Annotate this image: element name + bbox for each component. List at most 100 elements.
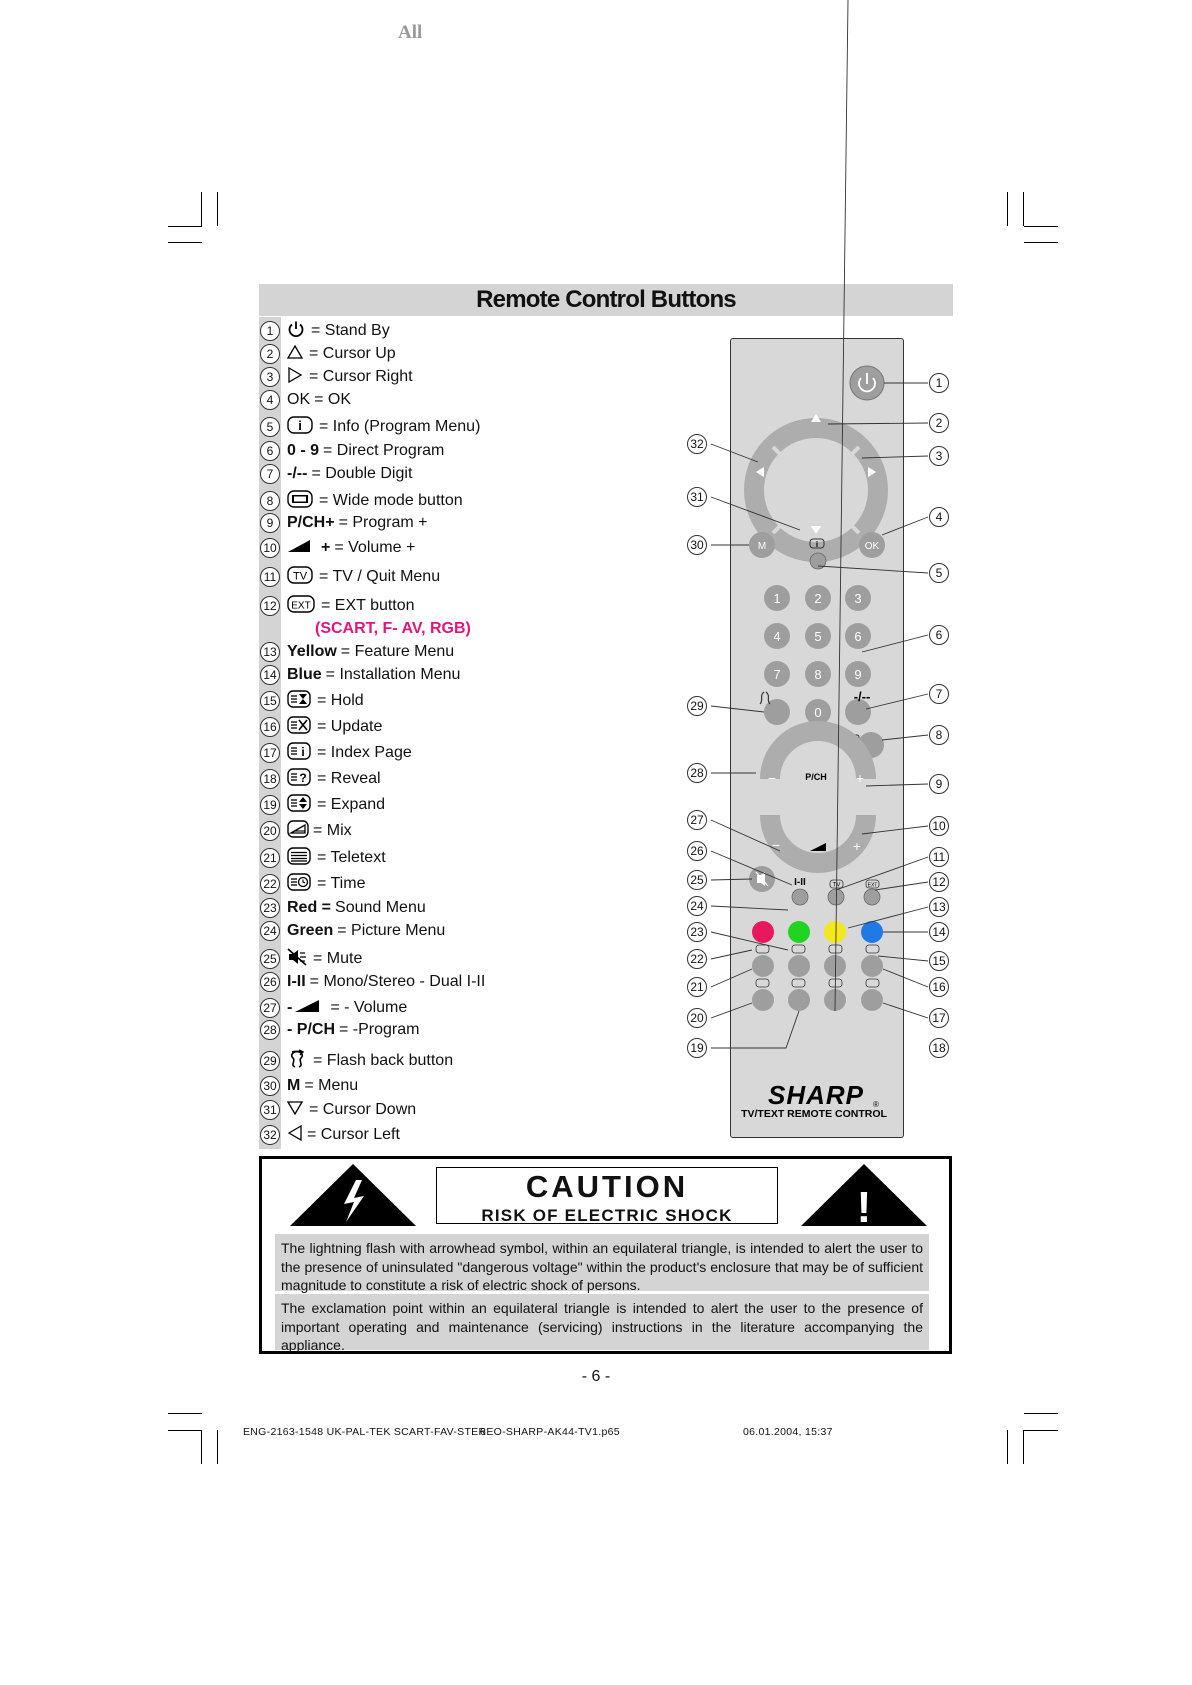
legend-row: 2= Cursor Up <box>259 343 396 365</box>
digit-key-label: 9 <box>854 667 861 682</box>
ok-key-label: OK <box>865 541 880 552</box>
callout-number: 22 <box>687 949 707 969</box>
teletext-key-icons <box>755 944 880 988</box>
red-key <box>752 921 774 943</box>
legend-label: = Cursor Right <box>309 368 413 385</box>
legend-number: 24 <box>260 921 280 941</box>
callout-number: 8 <box>929 725 949 745</box>
legend-number: 17 <box>260 743 280 763</box>
callout-number: 5 <box>929 563 949 583</box>
brand-block: SHARP ® TV/TEXT REMOTE CONTROL <box>741 1080 887 1120</box>
legend-label: = Mono/Stereo - Dual I-II <box>309 973 486 990</box>
legend-number: 11 <box>260 567 280 587</box>
legend-number: 8 <box>260 491 280 511</box>
legend-row: 27-= - Volume <box>259 997 407 1019</box>
legend-row: 29= Flash back button <box>259 1048 453 1074</box>
teletext-keys <box>752 955 883 1011</box>
legend-key: Red = <box>287 899 332 916</box>
teletext-reveal-icon: ? <box>287 767 311 791</box>
caution-subtitle: RISK OF ELECTRIC SHOCK <box>481 1206 733 1225</box>
legend-number: 30 <box>260 1076 280 1096</box>
menu-key <box>749 532 775 558</box>
legend-number: 6 <box>260 441 280 461</box>
legend-key: M <box>287 1077 301 1094</box>
callout-number: 28 <box>687 763 707 783</box>
volume-ramp-icon <box>287 539 311 558</box>
legend-row: 31= Cursor Down <box>259 1099 416 1121</box>
legend-number: 7 <box>260 464 280 484</box>
teletext-mix-icon <box>287 819 309 843</box>
caution-title: CAUTION <box>525 1169 689 1204</box>
double-digit-key <box>845 699 871 725</box>
pch-minus-label: − <box>768 770 776 786</box>
legend-label: = Hold <box>317 692 364 709</box>
legend-key: + <box>321 539 331 556</box>
caution-title-frame: CAUTION RISK OF ELECTRIC SHOCK <box>436 1167 778 1225</box>
tv-icon: TV <box>287 565 313 589</box>
cursor-right-key <box>868 467 876 477</box>
legend-label: = EXT button <box>321 597 415 614</box>
legend-row: 16= Update <box>259 715 382 739</box>
callout-number: 23 <box>687 922 707 942</box>
digit-key-label: 0 <box>814 705 821 720</box>
legend-number: 29 <box>260 1051 280 1071</box>
volume-ramp-icon <box>810 843 826 851</box>
callout-number: 7 <box>929 684 949 704</box>
legend-label: = Cursor Left <box>307 1126 400 1143</box>
callout-number: 12 <box>929 872 949 892</box>
legend-label: = TV / Quit Menu <box>319 568 441 585</box>
legend-label: = Cursor Down <box>309 1101 417 1118</box>
legend-number: 28 <box>260 1020 280 1040</box>
legend-key: 0 - 9 <box>287 442 320 459</box>
digit-key-label: 4 <box>773 629 780 644</box>
digit-keys: 1 2 3 4 5 6 7 8 9 0 <box>764 585 871 725</box>
callout-number: 25 <box>687 870 707 890</box>
wide-mode-icon <box>287 489 313 513</box>
legend-number: 5 <box>260 417 280 437</box>
caution-paragraph-exclamation: The exclamation point within an equilate… <box>275 1294 929 1353</box>
ext-key <box>863 888 881 906</box>
legend-row: 8= Wide mode button <box>259 489 463 513</box>
legend-key: OK <box>287 391 311 408</box>
registered-mark: ® <box>873 1100 879 1109</box>
yellow-key <box>824 921 846 943</box>
legend-number: 22 <box>260 874 280 894</box>
info-key <box>809 552 827 570</box>
legend-number: 19 <box>260 795 280 815</box>
legend-number: 4 <box>260 390 280 410</box>
info-icon: i <box>287 415 313 439</box>
triangle-right-icon <box>287 366 303 388</box>
legend-label: = Picture Menu <box>337 922 446 939</box>
legend-label: = Expand <box>317 796 386 813</box>
legend-label: = Menu <box>304 1077 359 1094</box>
callout-number: 1 <box>929 373 949 393</box>
callout-number: 14 <box>929 922 949 942</box>
cursor-ring <box>744 418 888 562</box>
triangle-down-icon <box>286 1100 304 1121</box>
svg-text:?: ? <box>299 771 306 785</box>
legend-key: Yellow <box>287 643 337 660</box>
double-digit-key-label: -/-- <box>854 689 871 704</box>
volume-plus-label: + <box>853 838 861 854</box>
dual-key <box>791 888 809 906</box>
callout-number: 17 <box>929 1008 949 1028</box>
callout-number: 6 <box>929 625 949 645</box>
flashback-icon <box>287 1048 307 1074</box>
section-title-bar: Remote Control Buttons <box>259 284 953 316</box>
footer-date: 06.01.2004, 15:37 <box>743 1426 833 1438</box>
svg-text:i: i <box>301 745 304 759</box>
callout-number: 15 <box>929 951 949 971</box>
legend-row: 30 M= Menu <box>259 1075 358 1097</box>
callout-number: 26 <box>687 841 707 861</box>
legend-row: 25= Mute <box>259 947 362 970</box>
teletext-update-icon <box>287 715 311 739</box>
